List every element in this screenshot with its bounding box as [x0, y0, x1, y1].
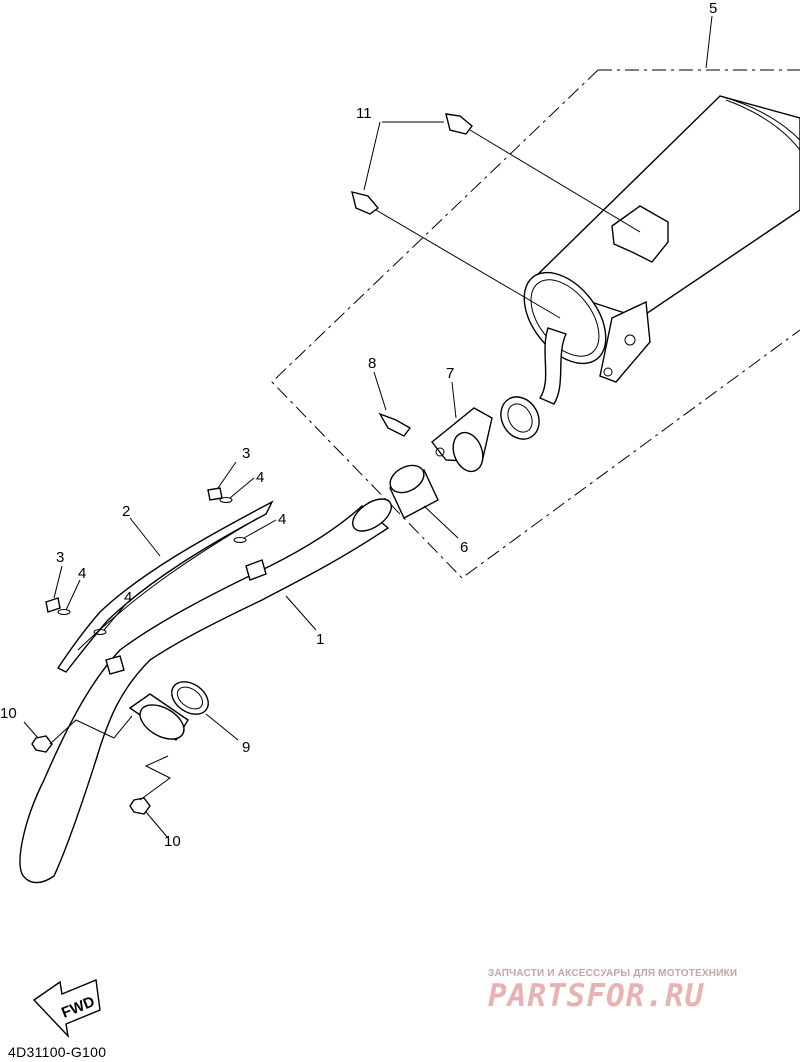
washer-4-a: [219, 497, 233, 503]
callout-10-left: 10: [0, 705, 17, 722]
callout-11: 11: [356, 105, 372, 122]
bolt-3-lower: [45, 597, 61, 613]
leader-6: [423, 505, 459, 539]
bolt-3-upper: [207, 487, 223, 501]
heat-protector: [56, 500, 274, 673]
callout-4-c: 4: [78, 565, 86, 582]
leader-4-c: [65, 579, 81, 611]
leader-3-upper: [217, 461, 237, 489]
leader-4-b: [243, 519, 277, 539]
washer-4-c: [57, 609, 71, 615]
muffler: [500, 95, 800, 440]
leader-11-bracket: [363, 121, 444, 191]
leader-8: [373, 371, 387, 411]
callout-3-upper: 3: [242, 445, 250, 462]
watermark-tagline: ЗАПЧАСТИ И АКСЕССУАРЫ ДЛЯ МОТОТЕХНИКИ: [488, 968, 738, 979]
leader-11-lower: [375, 209, 561, 319]
bolt-8: [378, 412, 412, 437]
callout-4-b: 4: [278, 511, 286, 528]
callout-7: 7: [446, 365, 454, 382]
clamp-7: [431, 407, 493, 473]
muffler-assembly-boundary: [271, 69, 800, 579]
leader-2: [129, 517, 161, 557]
callout-9: 9: [242, 739, 250, 756]
bolt-11-upper: [445, 113, 473, 135]
leader-7: [451, 381, 457, 419]
leader-1: [285, 595, 317, 631]
callout-1: 1: [316, 631, 324, 648]
watermark-logo: PARTSFOR.RU: [488, 978, 705, 1014]
gasket-6: [389, 464, 439, 519]
leader-11-upper: [469, 129, 641, 233]
diagram-code: 4D31100-G100: [8, 1044, 107, 1060]
leader-4-d: [103, 603, 127, 631]
leader-10-lower: [139, 755, 171, 839]
leader-4-a: [229, 477, 255, 499]
callout-6: 6: [460, 539, 468, 556]
leader-9: [205, 713, 239, 741]
callout-2: 2: [122, 503, 130, 520]
callout-5: 5: [709, 0, 717, 17]
nut-10-left: [31, 735, 53, 753]
callout-4-d: 4: [124, 589, 132, 606]
exhaust-pipe: [19, 498, 392, 884]
callout-10-lower: 10: [164, 833, 181, 850]
washer-4-b: [233, 537, 247, 543]
bolt-11-lower: [351, 191, 380, 215]
callout-4-a: 4: [256, 469, 264, 486]
callout-8: 8: [368, 355, 376, 372]
washer-4-d: [93, 629, 107, 635]
leader-5: [705, 15, 713, 69]
gasket-9: [171, 681, 209, 715]
leader-3-lower: [53, 565, 63, 599]
leader-10-left: [23, 715, 133, 745]
fwd-arrow-icon: FWD: [32, 979, 101, 1039]
callout-3-lower: 3: [56, 549, 64, 566]
nut-10-lower: [129, 797, 151, 815]
